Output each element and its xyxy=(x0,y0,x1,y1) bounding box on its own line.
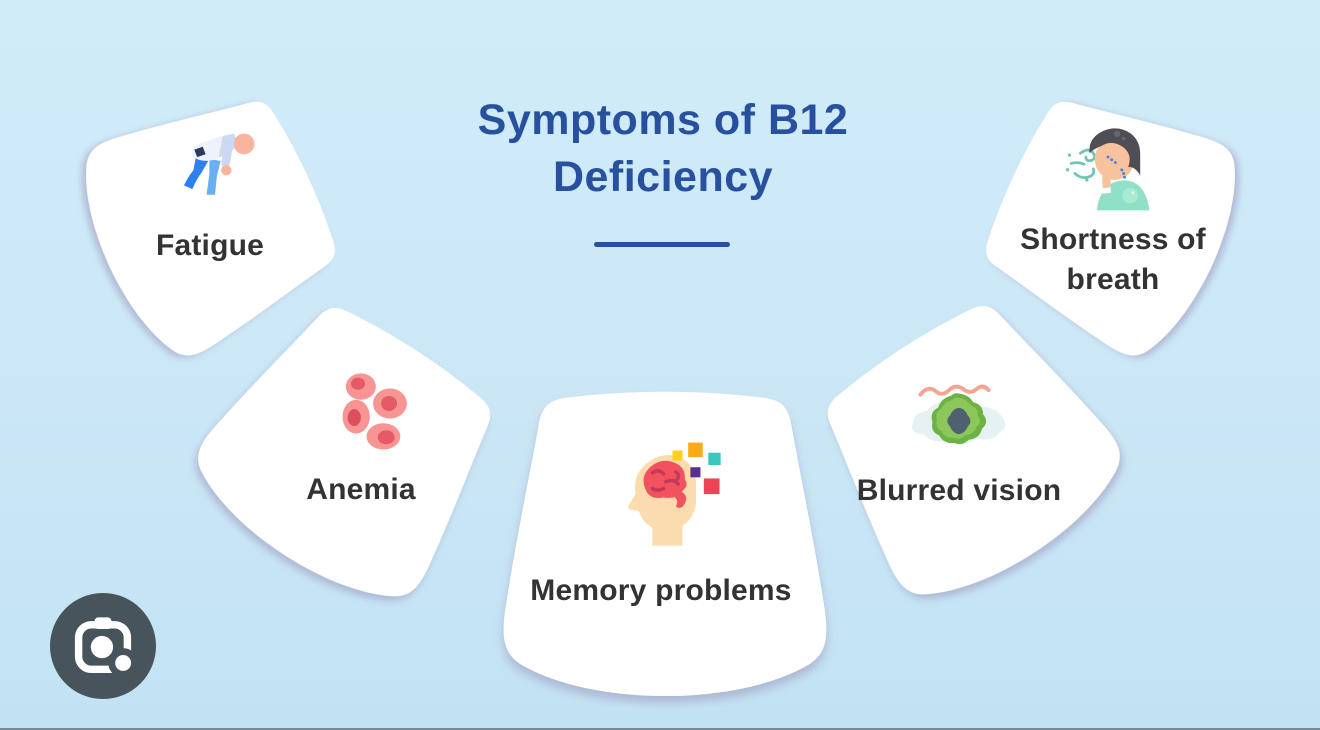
title-line-1: Symptoms of B12 xyxy=(477,96,849,144)
person-short-of-breath-icon xyxy=(1062,122,1154,214)
title-line-2: Deficiency xyxy=(552,153,774,201)
card-label-shortness-of-breath: Shortness of breath xyxy=(1020,223,1206,296)
card-label-fatigue: Fatigue xyxy=(155,229,265,262)
title-underline xyxy=(594,242,730,247)
google-lens-button[interactable] xyxy=(50,593,156,699)
card-label-memory-problems: Memory problems xyxy=(530,574,792,607)
image-bottom-edge xyxy=(0,728,1320,730)
card-label-anemia: Anemia xyxy=(306,473,416,506)
tired-person-icon xyxy=(168,112,262,206)
head-brain-pixels-icon xyxy=(612,437,724,549)
card-label-blurred-vision: Blurred vision xyxy=(856,474,1062,507)
google-lens-icon xyxy=(50,593,156,699)
blurry-eye-icon xyxy=(905,366,1015,476)
infographic-title: Symptoms of B12 Deficiency xyxy=(330,92,996,206)
red-blood-cells-icon xyxy=(327,364,421,458)
